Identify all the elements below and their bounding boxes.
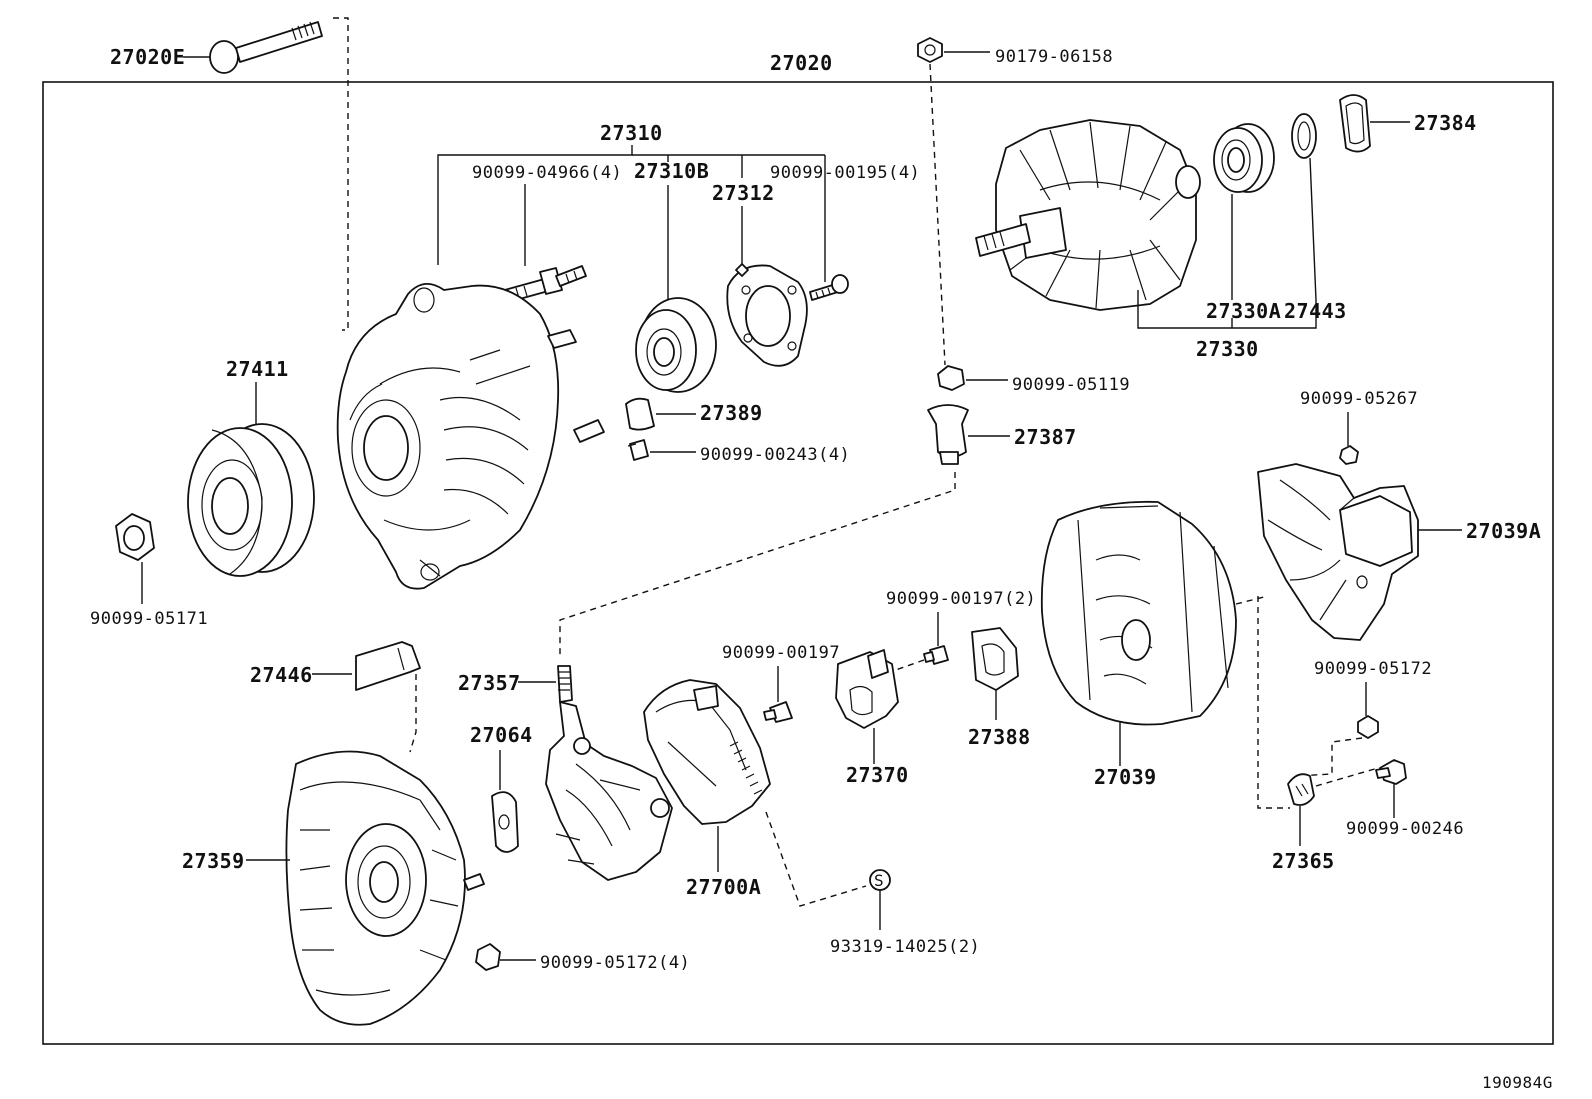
svg-text:S: S xyxy=(874,871,884,890)
label-assembly: 27020 xyxy=(770,51,833,75)
label-27700a: 27700A xyxy=(686,875,761,899)
label-90099-05172-4: 90099-05172(4) xyxy=(540,953,690,973)
assembly-frame: 27020 xyxy=(42,51,1554,1045)
part-bearing-27310b[interactable] xyxy=(635,297,717,393)
part-regulator-27700a[interactable]: 27700A xyxy=(643,679,771,899)
label-90099-00197-2: 90099-00197(2) xyxy=(886,589,1036,609)
label-27365: 27365 xyxy=(1272,849,1335,873)
part-insulator-27387[interactable]: 27387 xyxy=(927,404,1077,465)
part-rear-frame-27359[interactable]: 27359 xyxy=(182,750,485,1026)
part-screw-93319-14025[interactable]: S 93319-14025(2) xyxy=(830,869,980,957)
label-27330: 27330 xyxy=(1196,337,1259,361)
label-27446: 27446 xyxy=(250,663,313,687)
label-90099-00197: 90099-00197 xyxy=(722,643,840,663)
label-90099-05171: 90099-05171 xyxy=(90,609,208,629)
label-27370: 27370 xyxy=(846,763,909,787)
part-nut-90099-05172[interactable] xyxy=(1357,715,1379,739)
label-27388: 27388 xyxy=(968,725,1031,749)
part-retainer-27312[interactable] xyxy=(726,263,808,367)
drawing-number: 190984G xyxy=(1482,1073,1553,1092)
part-screw-90099-00243[interactable]: 90099-00243(4) xyxy=(627,439,850,465)
part-cover-27389[interactable]: 27389 xyxy=(625,397,763,431)
label-27039: 27039 xyxy=(1094,765,1157,789)
label-27357: 27357 xyxy=(458,671,521,695)
part-screw-90099-00197-2[interactable] xyxy=(923,645,949,665)
label-90099-05172: 90099-05172 xyxy=(1314,659,1432,679)
part-pulley-27411[interactable]: 27411 xyxy=(187,357,315,577)
label-27310b: 27310B xyxy=(634,159,709,183)
part-rear-cover-27039a[interactable]: 27039A xyxy=(1257,463,1541,641)
part-bolt-27357[interactable]: 27357 xyxy=(458,665,573,703)
part-bearing-27330a[interactable]: 27330A xyxy=(1206,123,1281,323)
part-insulator-27064[interactable]: 27064 xyxy=(470,723,533,853)
label-90099-05119: 90099-05119 xyxy=(1012,375,1130,395)
label-27330a: 27330A xyxy=(1206,299,1281,323)
label-27310: 27310 xyxy=(600,121,663,145)
part-screw-90099-00197[interactable] xyxy=(763,701,793,723)
label-27389: 27389 xyxy=(700,401,763,425)
label-90179-06158: 90179-06158 xyxy=(995,47,1113,67)
part-frame-27039[interactable]: 27039 xyxy=(1040,500,1237,789)
part-bracket-27446[interactable]: 27446 xyxy=(250,641,421,691)
label-90099-00195: 90099-00195(4) xyxy=(770,163,920,183)
part-cover-27384[interactable]: 27384 xyxy=(1339,94,1477,153)
label-27020e: 27020E xyxy=(110,45,185,69)
part-screw-90099-00246[interactable]: 90099-00246 xyxy=(1346,759,1464,839)
part-rectifier-holder[interactable] xyxy=(545,701,673,881)
label-27064: 27064 xyxy=(470,723,533,747)
label-90099-04966: 90099-04966(4) xyxy=(472,163,622,183)
part-through-bolt[interactable] xyxy=(209,21,323,74)
label-90099-05267: 90099-05267 xyxy=(1300,389,1418,409)
part-washer-27443[interactable]: 27443 xyxy=(1284,113,1347,323)
part-cap-27388[interactable]: 27388 xyxy=(968,627,1031,749)
label-27411: 27411 xyxy=(226,357,289,381)
part-nut-90099-05267[interactable] xyxy=(1339,445,1359,465)
part-cap-nut-90179[interactable] xyxy=(917,37,943,63)
label-27387: 27387 xyxy=(1014,425,1077,449)
label-27312: 27312 xyxy=(712,181,775,205)
part-drive-end-frame[interactable] xyxy=(336,283,605,590)
part-screw-90099-00195[interactable] xyxy=(809,274,849,301)
label-27039a: 27039A xyxy=(1466,519,1541,543)
label-27359: 27359 xyxy=(182,849,245,873)
label-93319-14025: 93319-14025(2) xyxy=(830,937,980,957)
part-terminal-27365[interactable]: 27365 xyxy=(1272,773,1335,873)
label-27443: 27443 xyxy=(1284,299,1347,323)
part-nut-90099-05172-4[interactable]: 90099-05172(4) xyxy=(475,943,690,973)
label-90099-00246: 90099-00246 xyxy=(1346,819,1464,839)
part-rotor-27330[interactable] xyxy=(975,119,1201,311)
part-holder-27370[interactable]: 27370 xyxy=(835,649,909,787)
part-nut-90099-05119[interactable]: 90099-05119 xyxy=(937,365,1130,395)
label-27384: 27384 xyxy=(1414,111,1477,135)
part-nut-90099-05171[interactable]: 90099-05171 xyxy=(90,513,208,629)
label-90099-00243: 90099-00243(4) xyxy=(700,445,850,465)
